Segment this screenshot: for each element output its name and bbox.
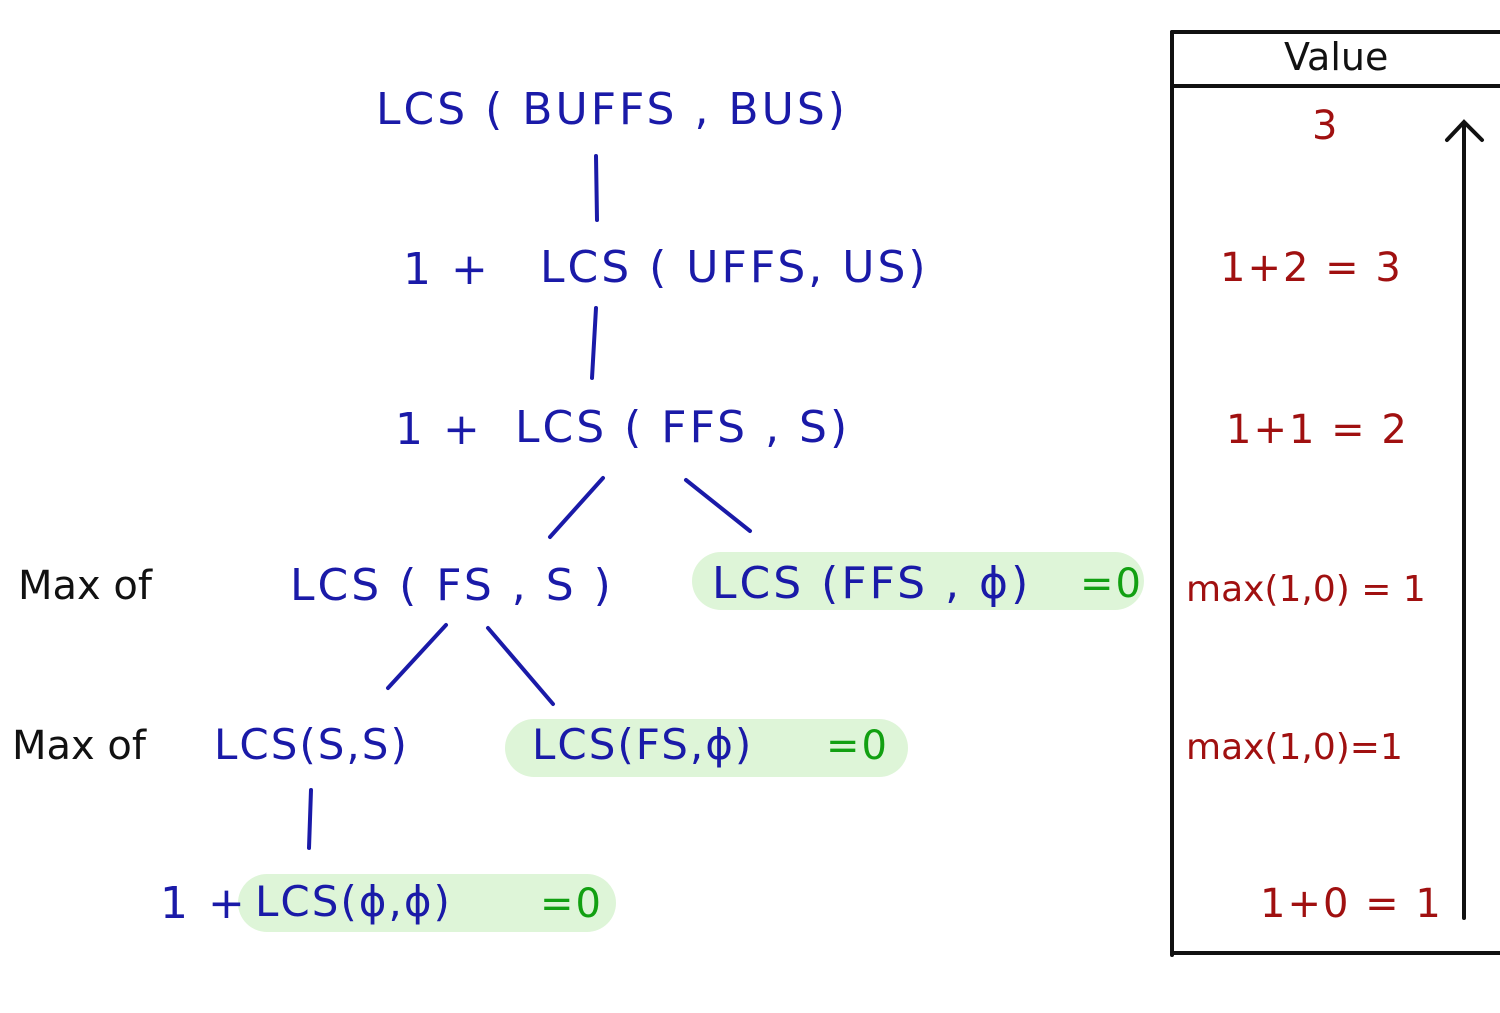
value-row-6: 1+0 = 1 — [1260, 881, 1443, 927]
value-row-2: 1+2 = 3 — [1220, 245, 1403, 291]
value-row-4: max(1,0) = 1 — [1186, 569, 1426, 610]
edge-level3-left — [386, 623, 448, 690]
level2-prefix: 1 + — [395, 404, 483, 455]
level3-right-result: =0 — [1080, 561, 1143, 607]
edge-level1-level2 — [590, 306, 598, 380]
level4-right-result: =0 — [826, 723, 889, 769]
edge-level2-right — [684, 478, 752, 533]
edge-level3-right — [486, 626, 555, 706]
node-level1: LCS ( UFFS, US) — [540, 242, 929, 293]
node-root: LCS ( BUFFS , BUS) — [376, 84, 848, 135]
highlight-level5 — [238, 874, 616, 932]
node-level3-right: LCS (FFS , ϕ) — [712, 558, 1032, 609]
edge-level4-level5 — [307, 788, 313, 850]
value-table-header: Value — [1284, 35, 1389, 79]
node-level3-left: LCS ( FS , S ) — [290, 560, 614, 611]
highlight-level3-right — [692, 552, 1144, 610]
edge-level2-left — [548, 476, 605, 539]
arrow-head-icon — [1445, 119, 1484, 142]
level5-result: =0 — [540, 881, 603, 927]
level1-prefix: 1 + — [403, 244, 491, 295]
node-level4-right: LCS(FS,ϕ) — [532, 720, 754, 769]
edge-root-level1 — [594, 154, 599, 222]
node-level5: LCS(ϕ,ϕ) — [255, 877, 452, 926]
value-row-5: max(1,0)=1 — [1186, 727, 1403, 768]
highlight-level4-right — [505, 719, 908, 777]
node-level4-left: LCS(S,S) — [214, 720, 409, 769]
value-row-1: 3 — [1312, 103, 1340, 149]
level3-label: Max of — [18, 563, 152, 609]
level4-label: Max of — [12, 723, 146, 769]
node-level2: LCS ( FFS , S) — [515, 402, 851, 453]
value-row-3: 1+1 = 2 — [1226, 407, 1409, 453]
level5-prefix: 1 + — [160, 878, 248, 929]
